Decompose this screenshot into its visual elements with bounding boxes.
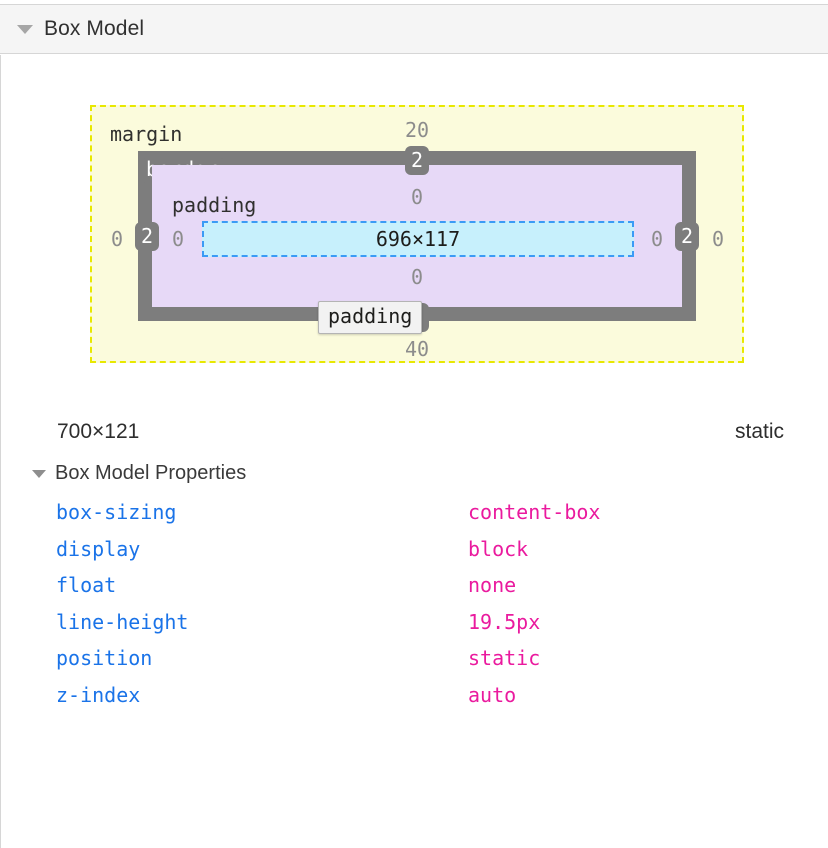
margin-left-value[interactable]: 0: [110, 227, 124, 251]
table-row[interactable]: display block: [0, 537, 828, 574]
border-right-value[interactable]: 2: [675, 222, 699, 251]
padding-right-value[interactable]: 0: [650, 227, 664, 251]
total-size-label: 700×121: [57, 420, 140, 443]
property-name[interactable]: z-index: [56, 682, 141, 707]
margin-label: margin: [110, 122, 183, 146]
padding-bottom-value[interactable]: 0: [410, 265, 424, 289]
padding-label: padding: [172, 193, 257, 217]
panel-left-divider: [0, 55, 1, 848]
content-size-label: 696×117: [375, 227, 461, 251]
table-row[interactable]: float none: [0, 573, 828, 610]
padding-top-value[interactable]: 0: [410, 185, 424, 209]
margin-top-value[interactable]: 20: [404, 118, 430, 142]
border-left-value[interactable]: 2: [135, 222, 159, 251]
property-name[interactable]: position: [56, 646, 153, 670]
property-value[interactable]: static: [468, 646, 541, 670]
property-value[interactable]: auto: [468, 682, 517, 707]
table-row[interactable]: box-sizing content-box: [0, 500, 828, 537]
page-title: Box Model: [44, 17, 145, 40]
region-tooltip: padding: [318, 301, 423, 334]
table-row[interactable]: position static: [0, 646, 828, 683]
table-row[interactable]: line-height 19.5px: [0, 610, 828, 647]
box-model-diagram[interactable]: margin border padding 696×117 20 2 0 0 2…: [90, 105, 744, 363]
content-region[interactable]: 696×117: [202, 221, 634, 257]
property-value[interactable]: 19.5px: [468, 609, 541, 634]
property-name[interactable]: float: [56, 573, 117, 597]
position-label: static: [734, 420, 784, 443]
border-top-value[interactable]: 2: [405, 146, 429, 175]
box-model-properties-list: box-sizing content-box display block flo…: [0, 500, 828, 719]
property-name[interactable]: display: [56, 536, 141, 561]
triangle-down-icon[interactable]: [17, 24, 33, 34]
property-value[interactable]: block: [468, 536, 529, 561]
triangle-down-icon[interactable]: [32, 469, 46, 478]
box-model-panel-header[interactable]: Box Model: [0, 4, 828, 54]
padding-left-value[interactable]: 0: [171, 227, 185, 251]
property-name[interactable]: box-sizing: [56, 500, 177, 524]
margin-right-value[interactable]: 0: [711, 227, 725, 251]
box-model-properties-header[interactable]: Box Model Properties: [0, 462, 246, 485]
table-row[interactable]: z-index auto: [0, 683, 828, 720]
box-model-properties-title: Box Model Properties: [55, 462, 247, 484]
margin-bottom-value[interactable]: 40: [404, 337, 430, 361]
property-value[interactable]: none: [468, 573, 517, 597]
property-value[interactable]: content-box: [468, 500, 601, 524]
property-name[interactable]: line-height: [56, 609, 189, 634]
dimensions-row: 700×121 static: [0, 420, 828, 454]
